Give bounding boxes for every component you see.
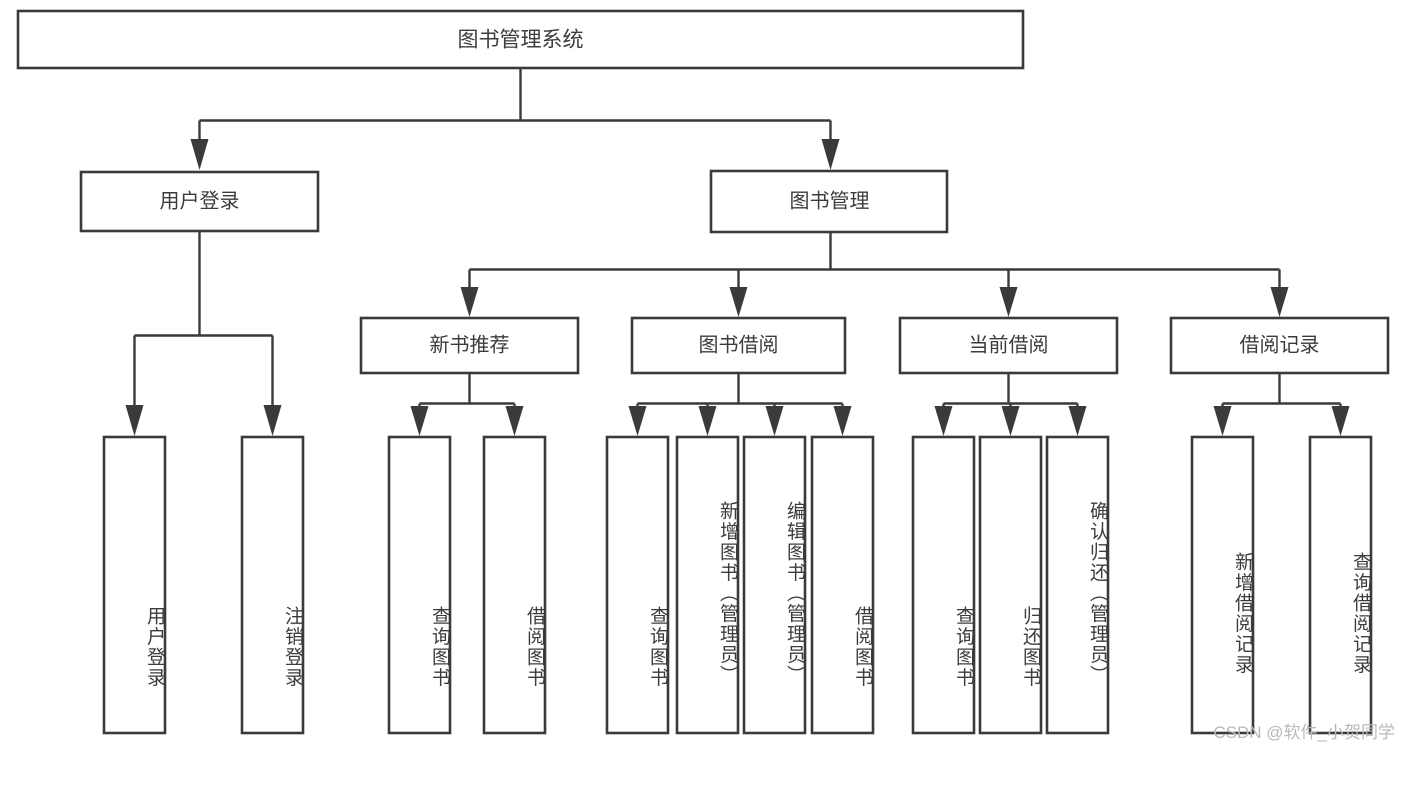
node-new-book-recommend[interactable]: 新书推荐 <box>359 316 580 375</box>
arrowhead-new-book-recommend <box>460 287 479 317</box>
node-current-borrow-label: 当前借阅 <box>969 333 1049 356</box>
arrowhead-leaf-add-record <box>1213 406 1232 436</box>
node-book-management[interactable]: 图书管理 <box>709 169 949 234</box>
arrowhead-book-management <box>821 139 840 170</box>
arrowhead-leaf-query-book-3 <box>934 406 953 436</box>
node-root-label: 图书管理系统 <box>458 29 584 52</box>
node-book-borrow[interactable]: 图书借阅 <box>630 316 847 375</box>
node-book-borrow-label: 图书借阅 <box>699 333 779 356</box>
arrowhead-leaf-add-book <box>698 406 717 436</box>
node-book-borrow-box[interactable] <box>630 316 847 375</box>
leaf-logout-box[interactable] <box>240 435 305 735</box>
nodes-layer: 图书管理系统 用户登录 图书管理 新书推荐 图书借阅 <box>16 9 1390 735</box>
leaf-query-book-3-box[interactable] <box>911 435 976 735</box>
hierarchy-diagram-svg: 图书管理系统 用户登录 图书管理 新书推荐 图书借阅 <box>16 9 1390 735</box>
arrowhead-leaf-edit-book <box>765 406 784 436</box>
node-borrow-record-label: 借阅记录 <box>1240 333 1320 356</box>
leaf-confirm-return-box[interactable] <box>1045 435 1110 735</box>
leaf-add-book-box[interactable] <box>675 435 740 735</box>
arrowhead-borrow-record <box>1270 287 1289 317</box>
arrowhead-leaf-borrow-book-2 <box>833 406 852 436</box>
csdn-watermark: CSDN @软件_小贺同学 <box>1213 723 1395 742</box>
leaf-borrow-book-2-box[interactable] <box>810 435 875 735</box>
node-current-borrow-box[interactable] <box>898 316 1119 375</box>
node-user-login[interactable]: 用户登录 <box>79 170 320 233</box>
node-root[interactable]: 图书管理系统 <box>16 9 1025 70</box>
arrowhead-leaf-query-record <box>1331 406 1350 436</box>
node-new-book-recommend-box[interactable] <box>359 316 580 375</box>
leaf-borrow-book-1-box[interactable] <box>482 435 547 735</box>
arrowhead-leaf-user-login <box>125 405 144 436</box>
arrowhead-leaf-query-book-1 <box>410 406 429 436</box>
node-new-book-recommend-label: 新书推荐 <box>430 333 510 356</box>
arrowhead-leaf-borrow-book-1 <box>505 406 524 436</box>
leaf-add-record-box[interactable] <box>1190 435 1255 735</box>
node-borrow-record[interactable]: 借阅记录 <box>1169 316 1390 375</box>
node-root-box[interactable] <box>16 9 1025 70</box>
node-user-login-box[interactable] <box>79 170 320 233</box>
arrowhead-book-borrow <box>729 287 748 317</box>
node-user-login-label: 用户登录 <box>160 189 240 212</box>
arrowhead-user-login <box>190 139 209 170</box>
node-current-borrow[interactable]: 当前借阅 <box>898 316 1119 375</box>
diagram-canvas: 图书管理系统 用户登录 图书管理 新书推荐 图书借阅 <box>16 9 1395 742</box>
leaf-query-record-box[interactable] <box>1308 435 1373 735</box>
node-borrow-record-box[interactable] <box>1169 316 1390 375</box>
node-book-management-box[interactable] <box>709 169 949 234</box>
arrowhead-leaf-query-book-2 <box>628 406 647 436</box>
arrowhead-leaf-return-book <box>1001 406 1020 436</box>
leaf-return-book-box[interactable] <box>978 435 1043 735</box>
arrowhead-current-borrow <box>999 287 1018 317</box>
leaf-edit-book-box[interactable] <box>742 435 807 735</box>
node-book-management-label: 图书管理 <box>790 189 870 212</box>
leaf-boxes-layer <box>102 435 1373 735</box>
leaf-user-login-box[interactable] <box>102 435 167 735</box>
leaf-query-book-1-box[interactable] <box>387 435 452 735</box>
arrowhead-leaf-logout <box>263 405 282 436</box>
leaf-query-book-2-box[interactable] <box>605 435 670 735</box>
arrowhead-leaf-confirm-return <box>1068 406 1087 436</box>
edges-layer <box>125 68 1350 436</box>
